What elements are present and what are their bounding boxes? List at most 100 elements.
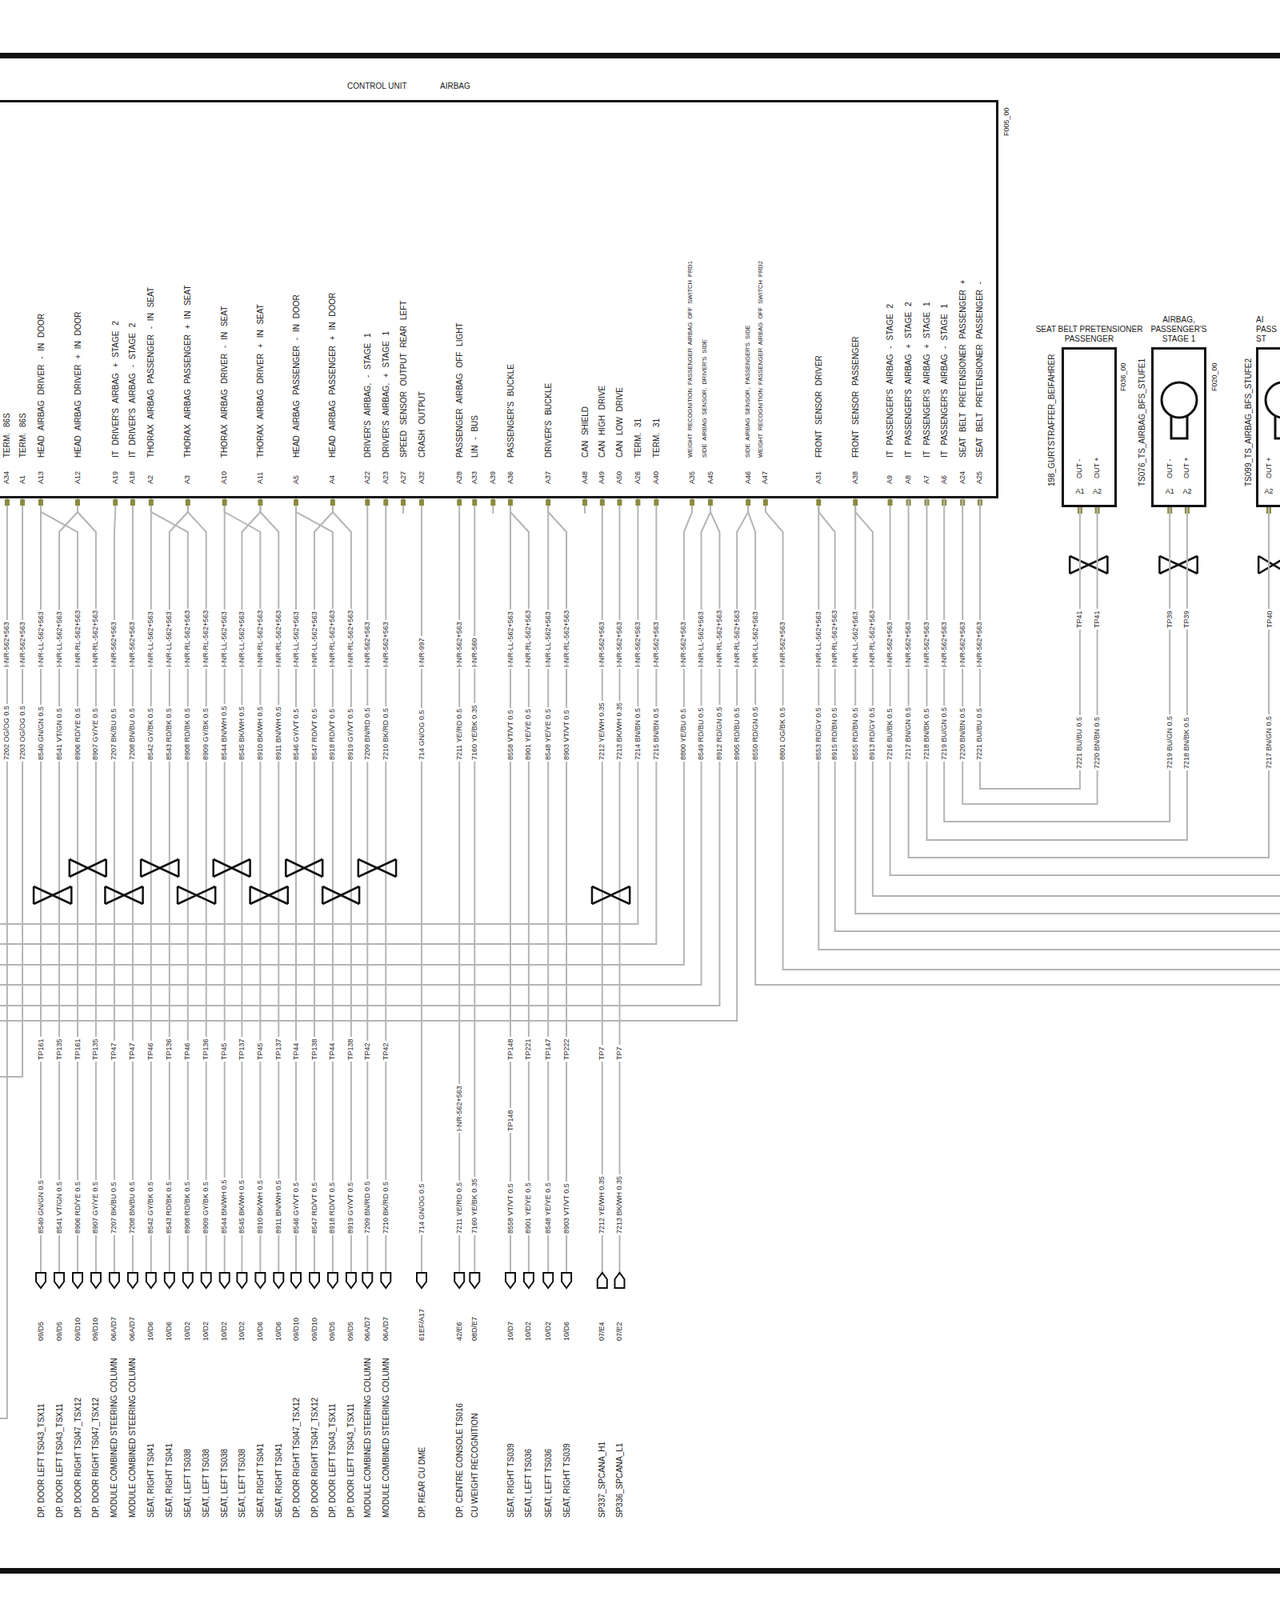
wire-label: 8543 RD/BK 0.5 bbox=[164, 706, 174, 762]
pin-number: A1 bbox=[1164, 486, 1176, 496]
pin-name: TERM. 86S bbox=[17, 411, 28, 460]
wire-label: 8918 RD/VT 0.5 bbox=[328, 707, 337, 762]
connector-ref: 10/D2 bbox=[201, 1320, 211, 1343]
wire-label: 8903 VT/VT 0.5 bbox=[562, 1181, 572, 1236]
pin-name: SIDE AIRBAG SENSOR, PASSENGER'S SIDE bbox=[744, 323, 752, 460]
pin-marker bbox=[708, 499, 713, 506]
pin-name: DRIVER'S AIRBAG, + STAGE 1 bbox=[380, 329, 392, 460]
destination-name: DP, DOOR LEFT TS043_TSX11 bbox=[327, 1401, 338, 1520]
connector-ref: 10/D7 bbox=[506, 1320, 516, 1343]
pin-marker bbox=[112, 499, 118, 506]
cable-code: I-NR-RL-562+563 bbox=[524, 608, 533, 669]
wire bbox=[0, 498, 656, 944]
pin-number: A32 bbox=[417, 469, 427, 486]
wire-label: 7210 BK/RD 0.5 bbox=[381, 706, 391, 762]
cable-code: I-NR-LL-562+563 bbox=[814, 609, 824, 669]
pin-marker bbox=[75, 499, 80, 506]
wire-label: 8558 VT/VT 0.5 bbox=[506, 708, 516, 762]
cable-code: I-NR-RL-562+563 bbox=[732, 608, 742, 669]
pin-number: A49 bbox=[597, 469, 607, 486]
wire bbox=[0, 498, 711, 985]
pin-marker bbox=[20, 499, 25, 506]
connector-symbol bbox=[54, 1272, 64, 1288]
test-point: TP39 bbox=[1165, 608, 1175, 630]
pin-name: CRASH OUTPUT bbox=[416, 389, 428, 460]
pin-marker bbox=[582, 499, 588, 506]
pin-marker bbox=[185, 499, 191, 506]
pin-number: A36 bbox=[506, 469, 516, 486]
connector-symbol bbox=[615, 1272, 625, 1288]
connector-ref: 09/D5 bbox=[55, 1320, 64, 1343]
wire bbox=[151, 498, 188, 1273]
wire-label: 7218 BN/BK 0.5 bbox=[1182, 715, 1192, 771]
test-point: TP161 bbox=[73, 1036, 83, 1062]
twisted-pair-symbol bbox=[592, 886, 630, 904]
test-point: TP135 bbox=[55, 1036, 64, 1062]
connector-ref: 07/E2 bbox=[615, 1320, 624, 1343]
wire-label: 7213 BK/WH 0.35 bbox=[615, 700, 624, 762]
cable-code: I-NR-LL-562+563 bbox=[146, 609, 156, 669]
pin-name: THORAX AIRBAG PASSENGER - IN SEAT bbox=[145, 285, 156, 460]
wire-label: 8901 YE/YE 0.5 bbox=[524, 1180, 533, 1236]
wire bbox=[748, 498, 1280, 985]
pin-name: OUT - bbox=[1165, 457, 1175, 480]
wire-label: 8907 GY/YE 0.5 bbox=[91, 1180, 100, 1236]
destination-name: SEAT, LEFT TS036 bbox=[543, 1447, 554, 1520]
destination-name: MODULE COMBINED STEERING COLUMN bbox=[362, 1356, 373, 1520]
pin-number: A13 bbox=[36, 469, 46, 486]
pin-name: IT PASSENGER'S AIRBAG + STAGE 2 bbox=[903, 300, 914, 460]
connector-symbol bbox=[220, 1272, 230, 1288]
wire-label: 8919 GY/VT 0.5 bbox=[346, 707, 356, 762]
pin-name: IT PASSENGER'S AIRBAG + STAGE 1 bbox=[921, 300, 932, 460]
pin-name: WEIGHT RECOGNITION PASSENGER AIRBAG OFF … bbox=[756, 259, 764, 460]
pin-name: SIDE AIRBAG SENSOR, DRIVER'S SIDE bbox=[700, 337, 708, 460]
wire-label: 7220 BN/BN 0.5 bbox=[958, 706, 968, 762]
cable-code: I-NR-562+563 bbox=[940, 620, 949, 669]
pin-number: A50 bbox=[615, 469, 624, 486]
cable-code: I-NR-562+563 bbox=[597, 620, 607, 669]
pin-number: A38 bbox=[851, 469, 860, 486]
connector-symbol bbox=[72, 1272, 83, 1288]
wire-label: 8545 BK/WH 0.5 bbox=[237, 704, 247, 762]
wire-label: 8547 RD/VT 0.5 bbox=[310, 707, 320, 762]
wire-label: 7211 YE/RD 0.5 bbox=[455, 707, 464, 762]
connector-symbol bbox=[36, 1272, 46, 1288]
pin-marker bbox=[130, 499, 136, 506]
pin-marker bbox=[222, 499, 228, 506]
airbag-symbol bbox=[1275, 415, 1280, 439]
pin-number: A1 bbox=[18, 473, 28, 486]
wire-label: 8906 RD/YE 0.5 bbox=[73, 1180, 83, 1236]
wire bbox=[458, 498, 460, 1273]
cable-code: I-NR-562+563 bbox=[363, 620, 372, 669]
cable-code: I-NR-LL-562+563 bbox=[237, 609, 247, 669]
test-point: TP137 bbox=[274, 1036, 284, 1062]
pin-marker bbox=[472, 499, 477, 506]
connector-ref: 09/D10 bbox=[73, 1316, 83, 1343]
pin-name: HEAD AIRBAG DRIVER - IN DOOR bbox=[36, 312, 47, 460]
pin-marker bbox=[257, 499, 263, 506]
destination-name: DP, DOOR LEFT TS043_TSX11 bbox=[54, 1401, 65, 1520]
pin-name: CAN SHIELD bbox=[580, 404, 591, 460]
wire-label: 8541 VT/GN 0.5 bbox=[55, 1180, 64, 1236]
connector-symbol bbox=[561, 1272, 572, 1288]
destination-name: SP337_SPCANA_H1 bbox=[596, 1440, 608, 1520]
part-code: F036_00 bbox=[1119, 360, 1128, 393]
wire-label: 8546 GY/VT 0.5 bbox=[292, 1180, 301, 1236]
cable-code: I-NR-RL-562+563 bbox=[183, 608, 192, 669]
frame-bar bbox=[0, 52, 1280, 59]
wire-label: 8540 GN/GN 0.5 bbox=[36, 1178, 46, 1236]
wire-label: 8911 BN/WH 0.5 bbox=[274, 1178, 284, 1236]
twisted-pair-symbol bbox=[250, 886, 288, 904]
connector-ref: 09/D10 bbox=[292, 1316, 301, 1343]
pin-marker bbox=[38, 499, 44, 506]
wire-label: 8547 RD/VT 0.5 bbox=[310, 1180, 320, 1236]
pin-number: A8 bbox=[904, 473, 913, 486]
connector-ref: 42/E6 bbox=[455, 1320, 464, 1343]
wire bbox=[980, 498, 1080, 789]
pin-number: A25 bbox=[975, 469, 984, 486]
pin-marker bbox=[490, 499, 496, 506]
twisted-pair-symbol bbox=[69, 859, 107, 877]
wire bbox=[224, 498, 261, 1273]
component-box: AI PASS STTS099_TS_AIRBAG_BFS_STUFE2 bbox=[1256, 347, 1280, 508]
